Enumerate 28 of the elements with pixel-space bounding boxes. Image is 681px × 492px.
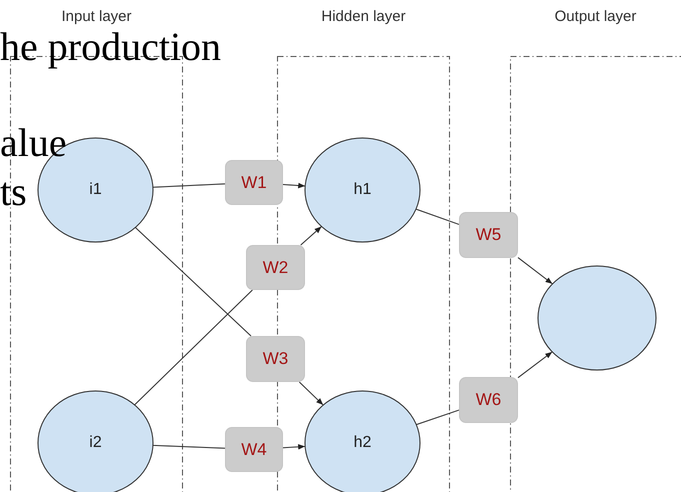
connector-line <box>134 226 252 336</box>
neuron-label: i1 <box>89 181 102 199</box>
overlay-text: he production <box>0 27 222 67</box>
neuron-label: i2 <box>89 434 102 452</box>
layer-heading: Hidden layer <box>320 8 407 25</box>
arrow <box>282 444 306 450</box>
weight-box: W5 <box>459 212 518 258</box>
arrow <box>300 226 322 246</box>
arrow <box>518 257 553 284</box>
overlay-text: ts <box>0 172 27 212</box>
arrow <box>282 182 306 188</box>
neuron-label: h2 <box>354 434 372 452</box>
neuron-label: h1 <box>354 181 372 199</box>
connector-line <box>134 290 253 406</box>
weight-box: W3 <box>246 336 305 382</box>
layer-heading: Output layer <box>554 8 638 25</box>
overlay-text: alue <box>0 123 67 163</box>
weight-box: W1 <box>225 160 283 205</box>
arrow <box>298 382 324 406</box>
weight-box: W6 <box>459 377 518 423</box>
connector-line <box>152 444 226 449</box>
layer-heading: Input layer <box>60 8 133 25</box>
weight-box: W2 <box>246 245 305 290</box>
connector-line <box>152 183 226 188</box>
arrow <box>518 351 553 378</box>
connector-line <box>415 208 460 225</box>
weight-box: W4 <box>225 427 283 472</box>
connector-line <box>416 410 460 426</box>
